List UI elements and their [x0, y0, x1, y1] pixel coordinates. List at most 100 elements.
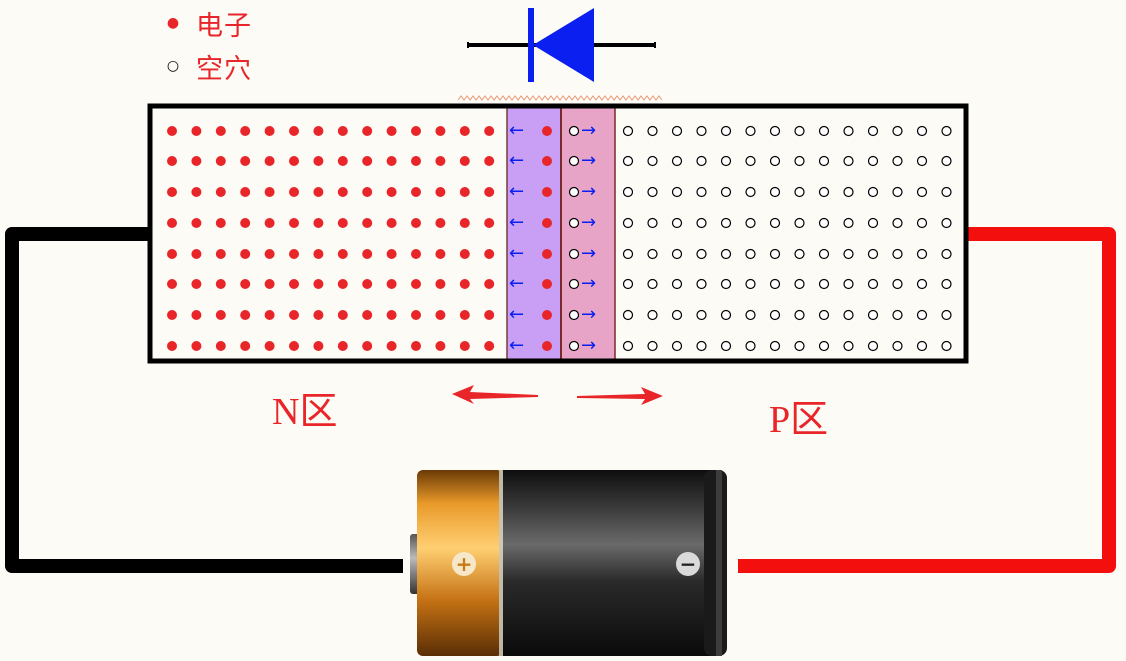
legend-hole: ○ 空穴	[162, 51, 252, 85]
hole-circle	[696, 155, 707, 167]
electron-dot	[411, 156, 421, 166]
electron-dot	[240, 279, 251, 289]
junction-electron	[542, 126, 552, 136]
electron-dot	[289, 249, 299, 259]
hole-circle	[916, 125, 928, 137]
electron-dot	[240, 218, 251, 228]
electron-dot	[167, 187, 177, 197]
electron-dot	[459, 249, 470, 259]
electron-dot	[411, 310, 421, 320]
hole-circle	[769, 340, 781, 352]
hole-circle	[941, 217, 952, 229]
junction-hole	[568, 186, 580, 198]
left-drift-arrow: ←	[509, 120, 524, 141]
left-drift-arrow: ←	[509, 273, 524, 294]
electron-dot	[386, 279, 397, 289]
electron-dot	[435, 341, 446, 351]
right-drift-arrow: →	[581, 150, 596, 171]
left-drift-arrow: ←	[509, 335, 524, 356]
hole-circle	[818, 340, 830, 352]
hole-circle	[769, 125, 781, 137]
left-drift-arrow: ←	[509, 304, 524, 325]
electron-dot	[411, 249, 421, 259]
electron-dot	[191, 341, 202, 351]
electron-dot	[215, 156, 226, 166]
hole-circle	[843, 248, 854, 260]
electron-dot	[386, 126, 397, 136]
electron-dot	[313, 249, 324, 259]
hole-circle	[794, 155, 805, 167]
electron-dot	[191, 126, 202, 136]
electron-dot	[362, 310, 373, 320]
electron-dot	[459, 187, 470, 197]
electron-dot	[191, 249, 202, 259]
junction-electron	[542, 341, 552, 351]
electron-dot	[313, 310, 324, 320]
hole-circle	[671, 278, 683, 290]
hole-circle	[941, 340, 952, 352]
right-drift-arrow: →	[581, 273, 596, 294]
drift-arrow-right	[577, 387, 663, 405]
electron-dot	[240, 187, 251, 197]
hole-circle	[720, 248, 732, 260]
electron-dot	[362, 249, 373, 259]
positive-wire	[738, 227, 1116, 573]
hole-circle	[867, 340, 879, 352]
electron-dot	[167, 156, 177, 166]
electron-dot	[289, 187, 299, 197]
electron-dot	[459, 218, 470, 228]
electron-dot	[313, 341, 324, 351]
hole-circle	[867, 217, 879, 229]
hole-circle	[916, 248, 928, 260]
junction-electron	[542, 279, 552, 289]
junction-hole	[568, 309, 580, 321]
hole-circle	[671, 125, 683, 137]
electron-dot	[264, 156, 275, 166]
hole-circle	[720, 340, 732, 352]
hole-circle	[671, 155, 683, 167]
junction-hole	[568, 340, 580, 352]
electron-dot	[386, 341, 397, 351]
hole-circle	[916, 309, 928, 321]
hole-circle	[769, 278, 781, 290]
electron-dot	[313, 126, 324, 136]
junction-electron	[542, 156, 552, 166]
electron-dot	[167, 218, 177, 228]
electron-dot	[362, 218, 373, 228]
hole-circle	[794, 186, 805, 198]
electron-dot	[191, 218, 202, 228]
hole-circle	[818, 248, 830, 260]
junction-hole	[568, 217, 580, 229]
right-drift-arrow: →	[581, 212, 596, 233]
electron-dot	[215, 126, 226, 136]
hole-circle	[916, 340, 928, 352]
hole-circle	[794, 248, 805, 260]
electron-dot	[191, 187, 202, 197]
hole-circle	[745, 155, 756, 167]
hole-circle-icon: ○	[166, 58, 180, 74]
electron-dot	[411, 126, 421, 136]
hole-circle	[843, 125, 854, 137]
battery-positive-terminal: +	[452, 552, 476, 576]
electron-dot	[337, 310, 348, 320]
hole-circle	[794, 278, 805, 290]
hole-circle	[843, 217, 854, 229]
hole-circle	[892, 186, 903, 198]
p-region-label: P区	[769, 399, 829, 441]
drift-arrow-left	[452, 385, 538, 404]
hole-circle	[843, 186, 854, 198]
hole-circle	[622, 155, 634, 167]
hole-circle	[622, 309, 634, 321]
electron-dot	[386, 310, 397, 320]
hole-circle	[647, 155, 658, 167]
electron-dot	[386, 249, 397, 259]
electron-dot	[337, 279, 348, 289]
left-drift-arrow: ←	[509, 150, 524, 171]
diode-symbol-icon	[457, 8, 663, 101]
hole-circle	[818, 186, 830, 198]
hole-circle	[745, 125, 756, 137]
electron-dot	[362, 156, 373, 166]
n-region-label: N区	[272, 391, 338, 433]
hole-circle	[647, 278, 658, 290]
hole-circle	[867, 155, 879, 167]
